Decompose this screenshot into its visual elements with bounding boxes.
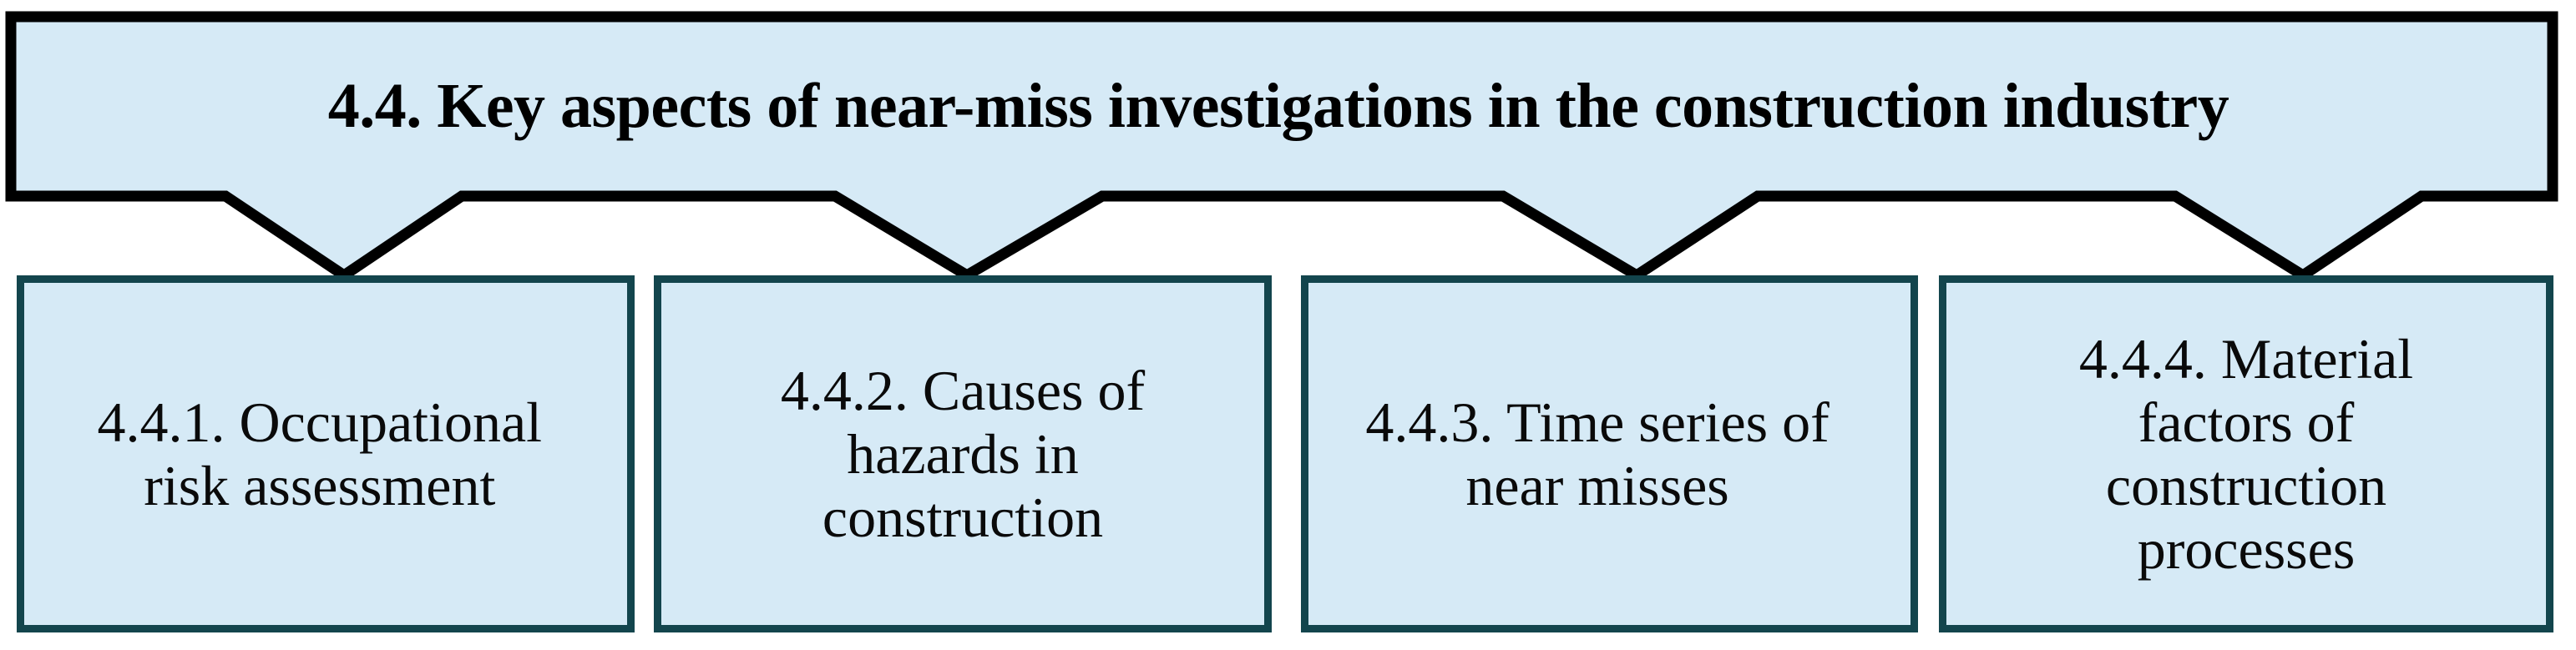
child-node-4-4-2[interactable]: 4.4.2. Causes of hazards in construction bbox=[654, 275, 1272, 632]
child-node-4-4-2-label: 4.4.2. Causes of hazards in construction bbox=[780, 358, 1146, 550]
child-node-4-4-1-label: 4.4.1. Occupational risk assessment bbox=[97, 390, 543, 517]
child-node-4-4-4-label: 4.4.4. Material factors of construction … bbox=[2078, 326, 2414, 582]
root-node-title: 4.4. Key aspects of near-miss investigat… bbox=[327, 71, 2229, 142]
child-node-4-4-4[interactable]: 4.4.4. Material factors of construction … bbox=[1939, 275, 2553, 632]
child-node-4-4-3-label: 4.4.3. Time series of near misses bbox=[1365, 390, 1830, 517]
child-node-4-4-3[interactable]: 4.4.3. Time series of near misses bbox=[1301, 275, 1918, 632]
child-node-4-4-1[interactable]: 4.4.1. Occupational risk assessment bbox=[17, 275, 635, 632]
parent-box-path bbox=[5, 11, 2558, 282]
